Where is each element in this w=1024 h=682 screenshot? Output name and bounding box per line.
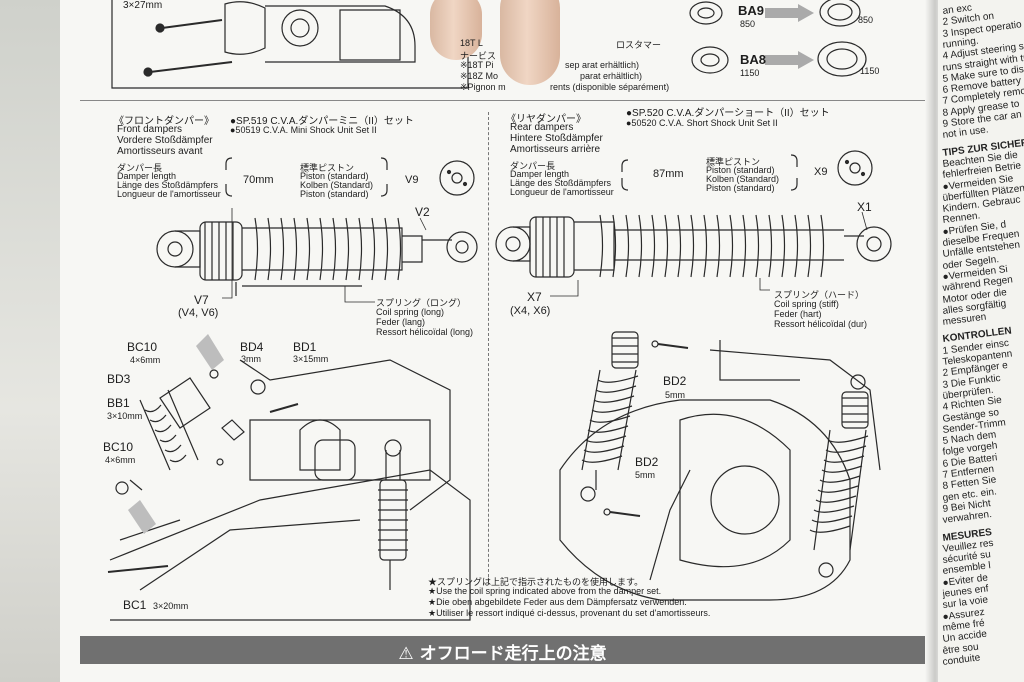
caution-banner-title: ⚠ オフロード走行上の注意 — [398, 644, 607, 664]
damper-section-frame — [80, 100, 925, 625]
rear-title-en: Rear dampers — [510, 122, 574, 133]
front-piston-1: Piston (standard) — [300, 171, 369, 181]
front-set-jp: ●SP.519 C.V.A.ダンパーミニ（II）セット — [230, 116, 414, 127]
desk-background — [0, 0, 60, 682]
rear-set-jp: ●SP.520 C.V.A.ダンパーショート（II）セット — [626, 108, 830, 119]
rear-title-jp: 《リヤダンパー》 — [506, 114, 586, 125]
motor-line-2: ナービス — [460, 51, 497, 61]
finger-right — [500, 0, 560, 85]
note-en: ★Use the coil spring indicated above fro… — [428, 586, 662, 596]
rear-damper-drawing — [495, 150, 892, 278]
rear-spring-de: Feder (hart) — [774, 309, 822, 319]
rear-part-bd2b: BD2 — [635, 455, 659, 469]
caution-banner: ⚠ オフロード走行上の注意 — [80, 636, 925, 664]
rear-length-value: 87mm — [653, 168, 684, 180]
front-spring-fr: Ressort hélicoïdal (long) — [376, 327, 474, 337]
part-ba9-num2: 850 — [858, 15, 874, 25]
motor-line-4: ※18Z Mo — [460, 71, 499, 81]
front-part-bc1: BC1 — [123, 598, 147, 612]
finger-left — [430, 0, 482, 60]
rear-piston-2: Kolben (Standard) — [706, 174, 780, 184]
rear-spring-jp: スプリング（ハード） — [774, 290, 865, 300]
part-ba9-num: 850 — [740, 19, 756, 29]
front-piston-jp: 標準ピストン — [300, 163, 355, 173]
motor-suffix-2: sep arat erhältlich) — [565, 60, 640, 70]
rear-part-x7: X7 — [527, 290, 542, 304]
front-part-bc1-size: 3×20mm — [153, 601, 189, 611]
note-de: ★Die oben abgebildete Feder aus dem Dämp… — [428, 597, 687, 607]
rear-piston-1: Piston (standard) — [706, 165, 775, 175]
rear-part-bd2: BD2 — [663, 374, 687, 388]
section-divider — [488, 112, 489, 582]
front-title-fr: Amortisseurs avant — [117, 146, 203, 157]
front-part-bd3: BD3 — [107, 372, 131, 386]
assembly-drawings — [107, 0, 892, 621]
front-part-bc10-size: 4×6mm — [130, 355, 161, 365]
part-ba8: BA8 — [740, 52, 767, 67]
rear-piston-part: X9 — [814, 166, 828, 178]
part-ba8-num: 1150 — [740, 68, 760, 78]
rear-spring-fr: Ressort hélicoïdal (dur) — [774, 319, 868, 329]
front-spring-jp: スプリング（ロング） — [376, 298, 467, 308]
front-length-en: Damper length — [117, 171, 177, 181]
rear-set-en: ●50520 C.V.A. Short Shock Unit Set II — [626, 118, 778, 128]
rear-piston-jp: 標準ピストン — [706, 157, 761, 167]
front-damper-drawing — [156, 160, 478, 296]
front-title-en: Front dampers — [117, 124, 183, 135]
rear-length-jp: ダンパー長 — [510, 161, 556, 171]
front-part-v2: V2 — [415, 205, 430, 219]
rear-part-x1: X1 — [857, 200, 872, 214]
front-part-bd1-size: 3×15mm — [293, 354, 329, 364]
rear-length-fr: Longueur de l'amortisseur — [510, 187, 614, 197]
front-piston-2: Kolben (Standard) — [300, 180, 374, 190]
front-part-bd1: BD1 — [293, 340, 317, 354]
front-part-v7-sub: (V4, V6) — [178, 307, 219, 319]
motor-line-1: 18T L — [460, 38, 483, 48]
front-piston-part: V9 — [405, 174, 419, 186]
rear-part-bd2-size: 5mm — [665, 390, 685, 400]
motor-line-3: ※18T Pi — [460, 60, 494, 70]
front-part-bc10b: BC10 — [103, 440, 134, 454]
front-length-jp: ダンパー長 — [117, 163, 163, 173]
rear-spring-en: Coil spring (stiff) — [774, 299, 839, 309]
motor-suffix-4: rents (disponible séparément) — [550, 82, 670, 92]
front-set-en: ●50519 C.V.A. Mini Shock Unit Set II — [230, 125, 377, 135]
front-part-v7: V7 — [194, 293, 209, 307]
rear-part-bd2b-size: 5mm — [635, 470, 655, 480]
front-part-bc10: BC10 — [127, 340, 158, 354]
note-jp: ★スプリングは上記で指示されたものを使用します。 — [428, 577, 644, 587]
front-chassis-drawing — [107, 359, 471, 621]
screw-icon — [155, 23, 165, 33]
rear-title-de: Hintere Stoßdämpfer — [510, 133, 603, 144]
note-fr: ★Utiliser le ressort indiqué ci-dessus, … — [428, 608, 711, 618]
front-part-bd4: BD4 — [240, 340, 264, 354]
rear-length-en: Damper length — [510, 169, 570, 179]
rear-part-x7-sub: (X4, X6) — [510, 305, 551, 317]
rear-piston-3: Piston (standard) — [706, 183, 775, 193]
front-length-de: Länge des Stoßdämpfers — [117, 180, 219, 190]
rear-title-fr: Amortisseurs arrière — [510, 144, 601, 155]
front-spring-en: Coil spring (long) — [376, 307, 445, 317]
motor-line-5: ※Pignon m — [460, 82, 506, 92]
part-ba9: BA9 — [738, 3, 765, 18]
part-ba8-num2: 1150 — [860, 66, 880, 76]
manual-page: 3×27mm 18T L ナービス ※18T Pi ※18Z Mo ※Pigno… — [60, 0, 938, 682]
front-piston-3: Piston (standard) — [300, 189, 369, 199]
front-part-bb1: BB1 — [107, 396, 130, 410]
rear-chassis-drawing — [559, 331, 881, 601]
front-part-bd4-size: 3mm — [241, 354, 261, 364]
rear-length-de: Länge des Stoßdämpfers — [510, 178, 612, 188]
front-title-de: Vordere Stoßdämpfer — [117, 135, 213, 146]
front-part-bb1-size: 3×10mm — [107, 411, 143, 421]
front-length-fr: Longueur de l'amortisseur — [117, 189, 221, 199]
front-spring-de: Feder (lang) — [376, 317, 426, 327]
top-part-size: 3×27mm — [123, 0, 163, 11]
front-length-value: 70mm — [243, 174, 274, 186]
front-title-jp: 《フロントダンパー》 — [114, 116, 214, 127]
motor-suffix-3: parat erhältlich) — [580, 71, 643, 81]
front-part-bc10b-size: 4×6mm — [105, 455, 136, 465]
motor-suffix-1: ロスタマー — [616, 40, 662, 50]
